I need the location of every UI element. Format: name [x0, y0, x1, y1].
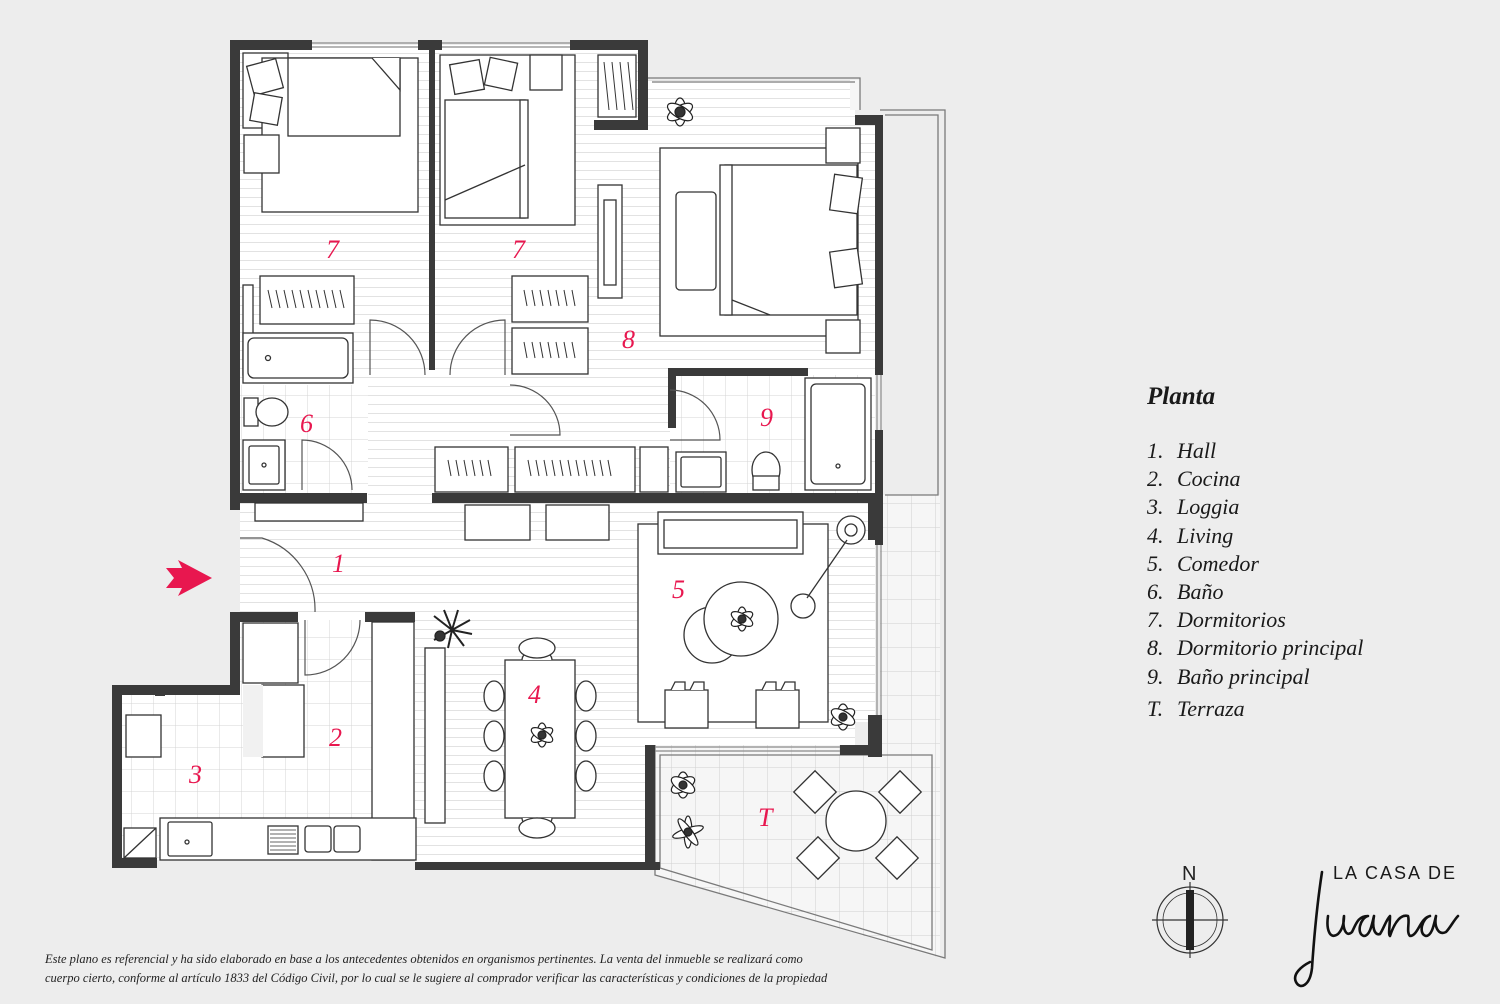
entrance-arrow-icon — [166, 560, 212, 596]
disclaimer-line-1: Este plano es referencial y ha sido elab… — [45, 952, 803, 966]
legend-item: 7.Dormitorios — [1147, 607, 1286, 633]
plants — [433, 97, 856, 849]
room-label-dormitorio-a: 7 — [326, 235, 340, 264]
legend: Planta 1.Hall 2.Cocina 3.Loggia 4.Living… — [1147, 383, 1363, 723]
room-label-bano-principal: 9 — [760, 403, 773, 432]
room-label-dormitorio-b: 7 — [512, 235, 526, 264]
disclaimer-text: Este plano es referencial y ha sido elab… — [45, 950, 1105, 988]
compass-north-label: N — [1182, 863, 1196, 885]
legend-item: 8.Dormitorio principal — [1147, 635, 1364, 661]
north-compass-icon: N — [1152, 863, 1228, 958]
room-label-hall: 1 — [332, 549, 345, 578]
brand-name-top: LA CASA DE — [1333, 863, 1458, 883]
legend-item: 5.Comedor — [1147, 550, 1259, 576]
legend-item: 3.Loggia — [1147, 494, 1240, 520]
brand-logo: LA CASA DE — [1290, 858, 1490, 998]
disclaimer-line-2: cuerpo cierto, conforme al artículo 1833… — [45, 971, 828, 985]
room-label-living: 4 — [528, 680, 541, 709]
room-label-dormitorio-principal: 8 — [622, 325, 635, 354]
legend-list: 1.Hall 2.Cocina 3.Loggia 4.Living 5.Come… — [1147, 437, 1363, 723]
legend-item: 9.Baño principal — [1147, 663, 1310, 689]
legend-item: 6.Baño — [1147, 578, 1224, 604]
juana-signature-logo — [1293, 870, 1460, 988]
legend-item: 2.Cocina — [1147, 466, 1241, 492]
room-labels: 1 2 3 4 5 6 7 7 8 9 T — [188, 235, 774, 832]
doors — [240, 319, 721, 676]
room-label-loggia: 3 — [188, 760, 202, 789]
windows — [312, 42, 882, 752]
room-label-cocina: 2 — [329, 723, 342, 752]
furniture — [123, 52, 923, 881]
legend-item: 4.Living — [1147, 522, 1234, 548]
legend-item: T.Terraza — [1147, 695, 1245, 721]
room-label-terraza: T — [758, 803, 774, 832]
legend-item: 1.Hall — [1147, 438, 1217, 463]
walls — [112, 40, 883, 870]
room-label-bano: 6 — [300, 409, 313, 438]
room-label-comedor: 5 — [672, 575, 685, 604]
legend-title: Planta — [1147, 383, 1216, 410]
